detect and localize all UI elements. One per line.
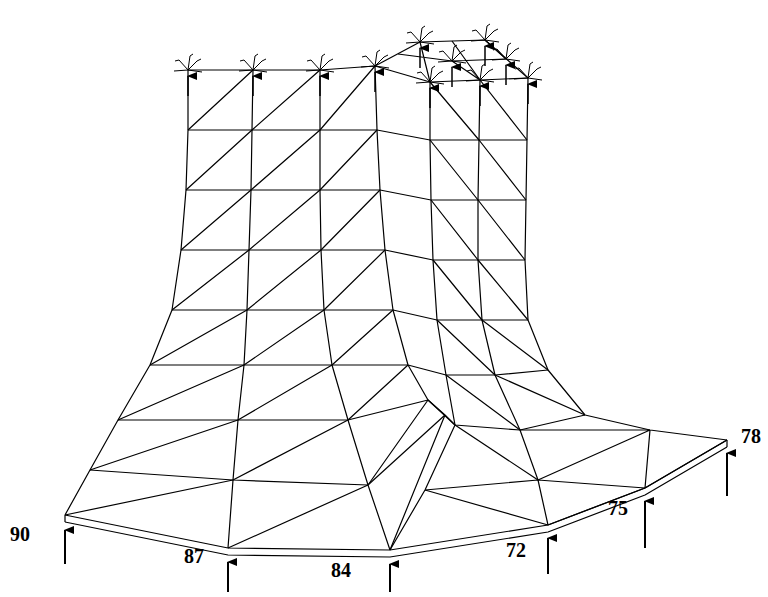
node-number: 84 <box>331 560 351 580</box>
node-number: 72 <box>506 540 526 560</box>
node-number: 87 <box>184 546 204 566</box>
node-number: 78 <box>741 426 761 446</box>
node-number: 75 <box>608 498 628 518</box>
node-number: 90 <box>10 524 30 544</box>
